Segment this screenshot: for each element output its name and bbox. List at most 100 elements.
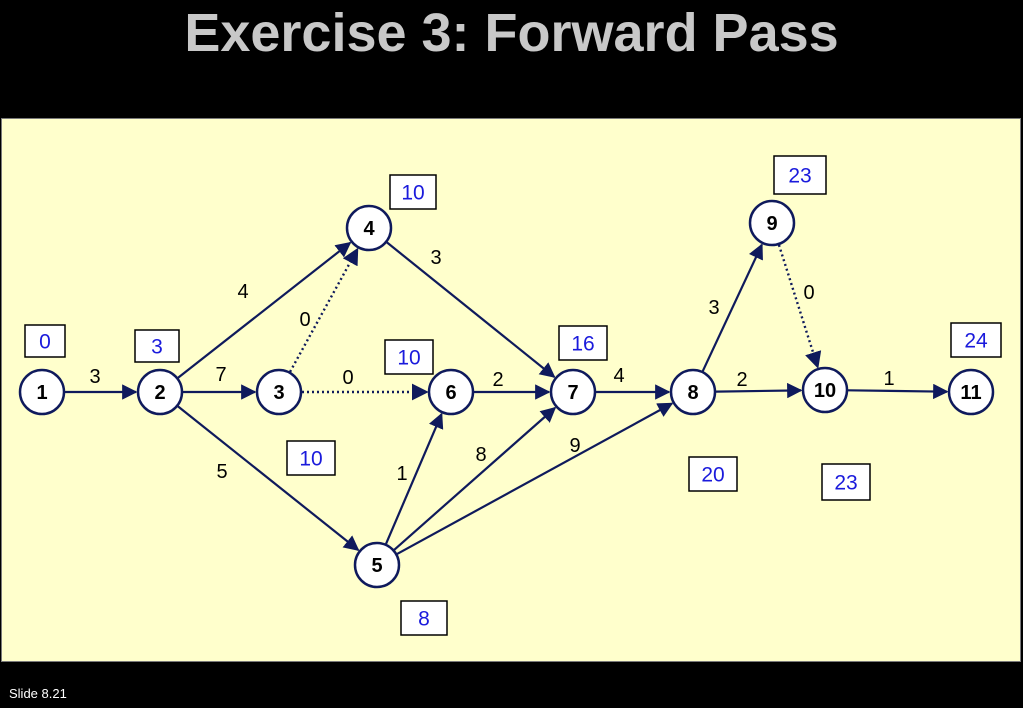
node-label: 5 [371, 555, 382, 577]
earliest-time-value: 3 [151, 336, 163, 359]
earliest-time-box-6: 10 [384, 339, 434, 375]
earliest-time-frame [558, 325, 608, 361]
node-8: 8 [669, 368, 717, 416]
earliest-time-value: 10 [299, 448, 322, 471]
node-4: 4 [345, 204, 393, 252]
node-circle [427, 368, 475, 416]
duration-label-6-7: 2 [492, 369, 503, 391]
earliest-time-box-3: 10 [286, 440, 336, 476]
node-circle [353, 541, 401, 589]
node-circle [748, 199, 796, 247]
node-label: 1 [36, 382, 47, 404]
node-label: 9 [766, 213, 777, 235]
duration-label-1-2: 3 [89, 366, 100, 388]
node-3: 3 [255, 368, 303, 416]
node-circle [947, 368, 995, 416]
edges-layer [65, 241, 949, 555]
duration-label-2-5: 5 [216, 461, 227, 483]
earliest-time-frame [950, 322, 1002, 358]
node-circle [549, 368, 597, 416]
earliest-time-value: 23 [834, 472, 857, 495]
earliest-time-value: 8 [418, 608, 430, 631]
node-circle [136, 368, 184, 416]
earliest-time-box-9: 23 [773, 155, 827, 195]
earliest-time-box-7: 16 [558, 325, 608, 361]
edge-4-7 [386, 241, 556, 378]
earliest-time-frame [134, 329, 180, 363]
earliest-time-value: 20 [701, 464, 724, 487]
node-label: 6 [445, 382, 456, 404]
title-bar: Exercise 3: Forward Pass [0, 0, 1023, 118]
duration-label-9-10: 0 [803, 282, 814, 304]
earliest-time-box-10: 23 [821, 463, 871, 501]
node-circle [669, 368, 717, 416]
node-5: 5 [353, 541, 401, 589]
edge-8-9 [701, 243, 763, 372]
earliest-time-box-4: 10 [389, 174, 437, 210]
edge-10-11 [847, 383, 949, 400]
edge-5-6 [385, 412, 444, 545]
slide-number: Slide 8.21 [9, 686, 67, 701]
node-1: 1 [18, 368, 66, 416]
earliest-time-box-11: 24 [950, 322, 1002, 358]
duration-label-5-7: 8 [475, 444, 486, 466]
duration-label-4-7: 3 [430, 247, 441, 269]
duration-label-3-6: 0 [342, 367, 353, 389]
earliest-time-frame [773, 155, 827, 195]
duration-label-7-8: 4 [613, 365, 624, 387]
node-label: 4 [363, 218, 375, 240]
edge-5-7 [393, 406, 557, 551]
earliest-time-frame [24, 324, 66, 358]
node-label: 10 [814, 380, 836, 402]
earliest-time-box-8: 20 [688, 456, 738, 492]
duration-label-3-4: 0 [299, 309, 310, 331]
earliest-time-value: 10 [397, 347, 420, 370]
earliest-time-value: 16 [571, 333, 594, 356]
node-2: 2 [136, 368, 184, 416]
node-label: 8 [687, 382, 698, 404]
node-9: 9 [748, 199, 796, 247]
edge-2-5 [177, 405, 360, 551]
earliest-time-frame [286, 440, 336, 476]
node-circle [18, 368, 66, 416]
node-label: 7 [567, 382, 578, 404]
edge-8-10 [715, 382, 803, 399]
slide-title: Exercise 3: Forward Pass [184, 3, 839, 63]
node-label: 2 [154, 382, 165, 404]
earliest-time-frame [821, 463, 871, 501]
node-circle [345, 204, 393, 252]
node-7: 7 [549, 368, 597, 416]
duration-label-8-10: 2 [736, 369, 747, 391]
node-11: 11 [947, 368, 995, 416]
earliest-time-value: 10 [401, 182, 424, 205]
edge-5-8 [396, 402, 674, 555]
earliest-time-box-5: 8 [400, 600, 448, 636]
earliest-time-value: 0 [39, 331, 51, 354]
node-label: 11 [960, 382, 981, 404]
earliest-time-box-1: 0 [24, 324, 66, 358]
node-10: 10 [801, 366, 849, 414]
earliest-time-frame [389, 174, 437, 210]
duration-label-8-9: 3 [708, 297, 719, 319]
duration-label-2-4: 4 [237, 281, 248, 303]
duration-label-2-3: 7 [215, 364, 226, 386]
duration-label-5-8: 9 [569, 435, 580, 457]
earliest-time-box-2: 3 [134, 329, 180, 363]
node-label: 3 [273, 382, 284, 404]
earliest-time-value: 23 [788, 165, 811, 188]
earliest-time-frame [688, 456, 738, 492]
edge-2-4 [177, 241, 352, 379]
edge-9-10-dummy [777, 244, 822, 369]
earliest-time-frame [384, 339, 434, 375]
duration-label-10-11: 1 [883, 368, 894, 390]
node-circle [801, 366, 849, 414]
earliest-time-frame [400, 600, 448, 636]
node-circle [255, 368, 303, 416]
edge-3-4-dummy [289, 247, 359, 373]
duration-label-5-6: 1 [396, 463, 407, 485]
node-6: 6 [427, 368, 475, 416]
